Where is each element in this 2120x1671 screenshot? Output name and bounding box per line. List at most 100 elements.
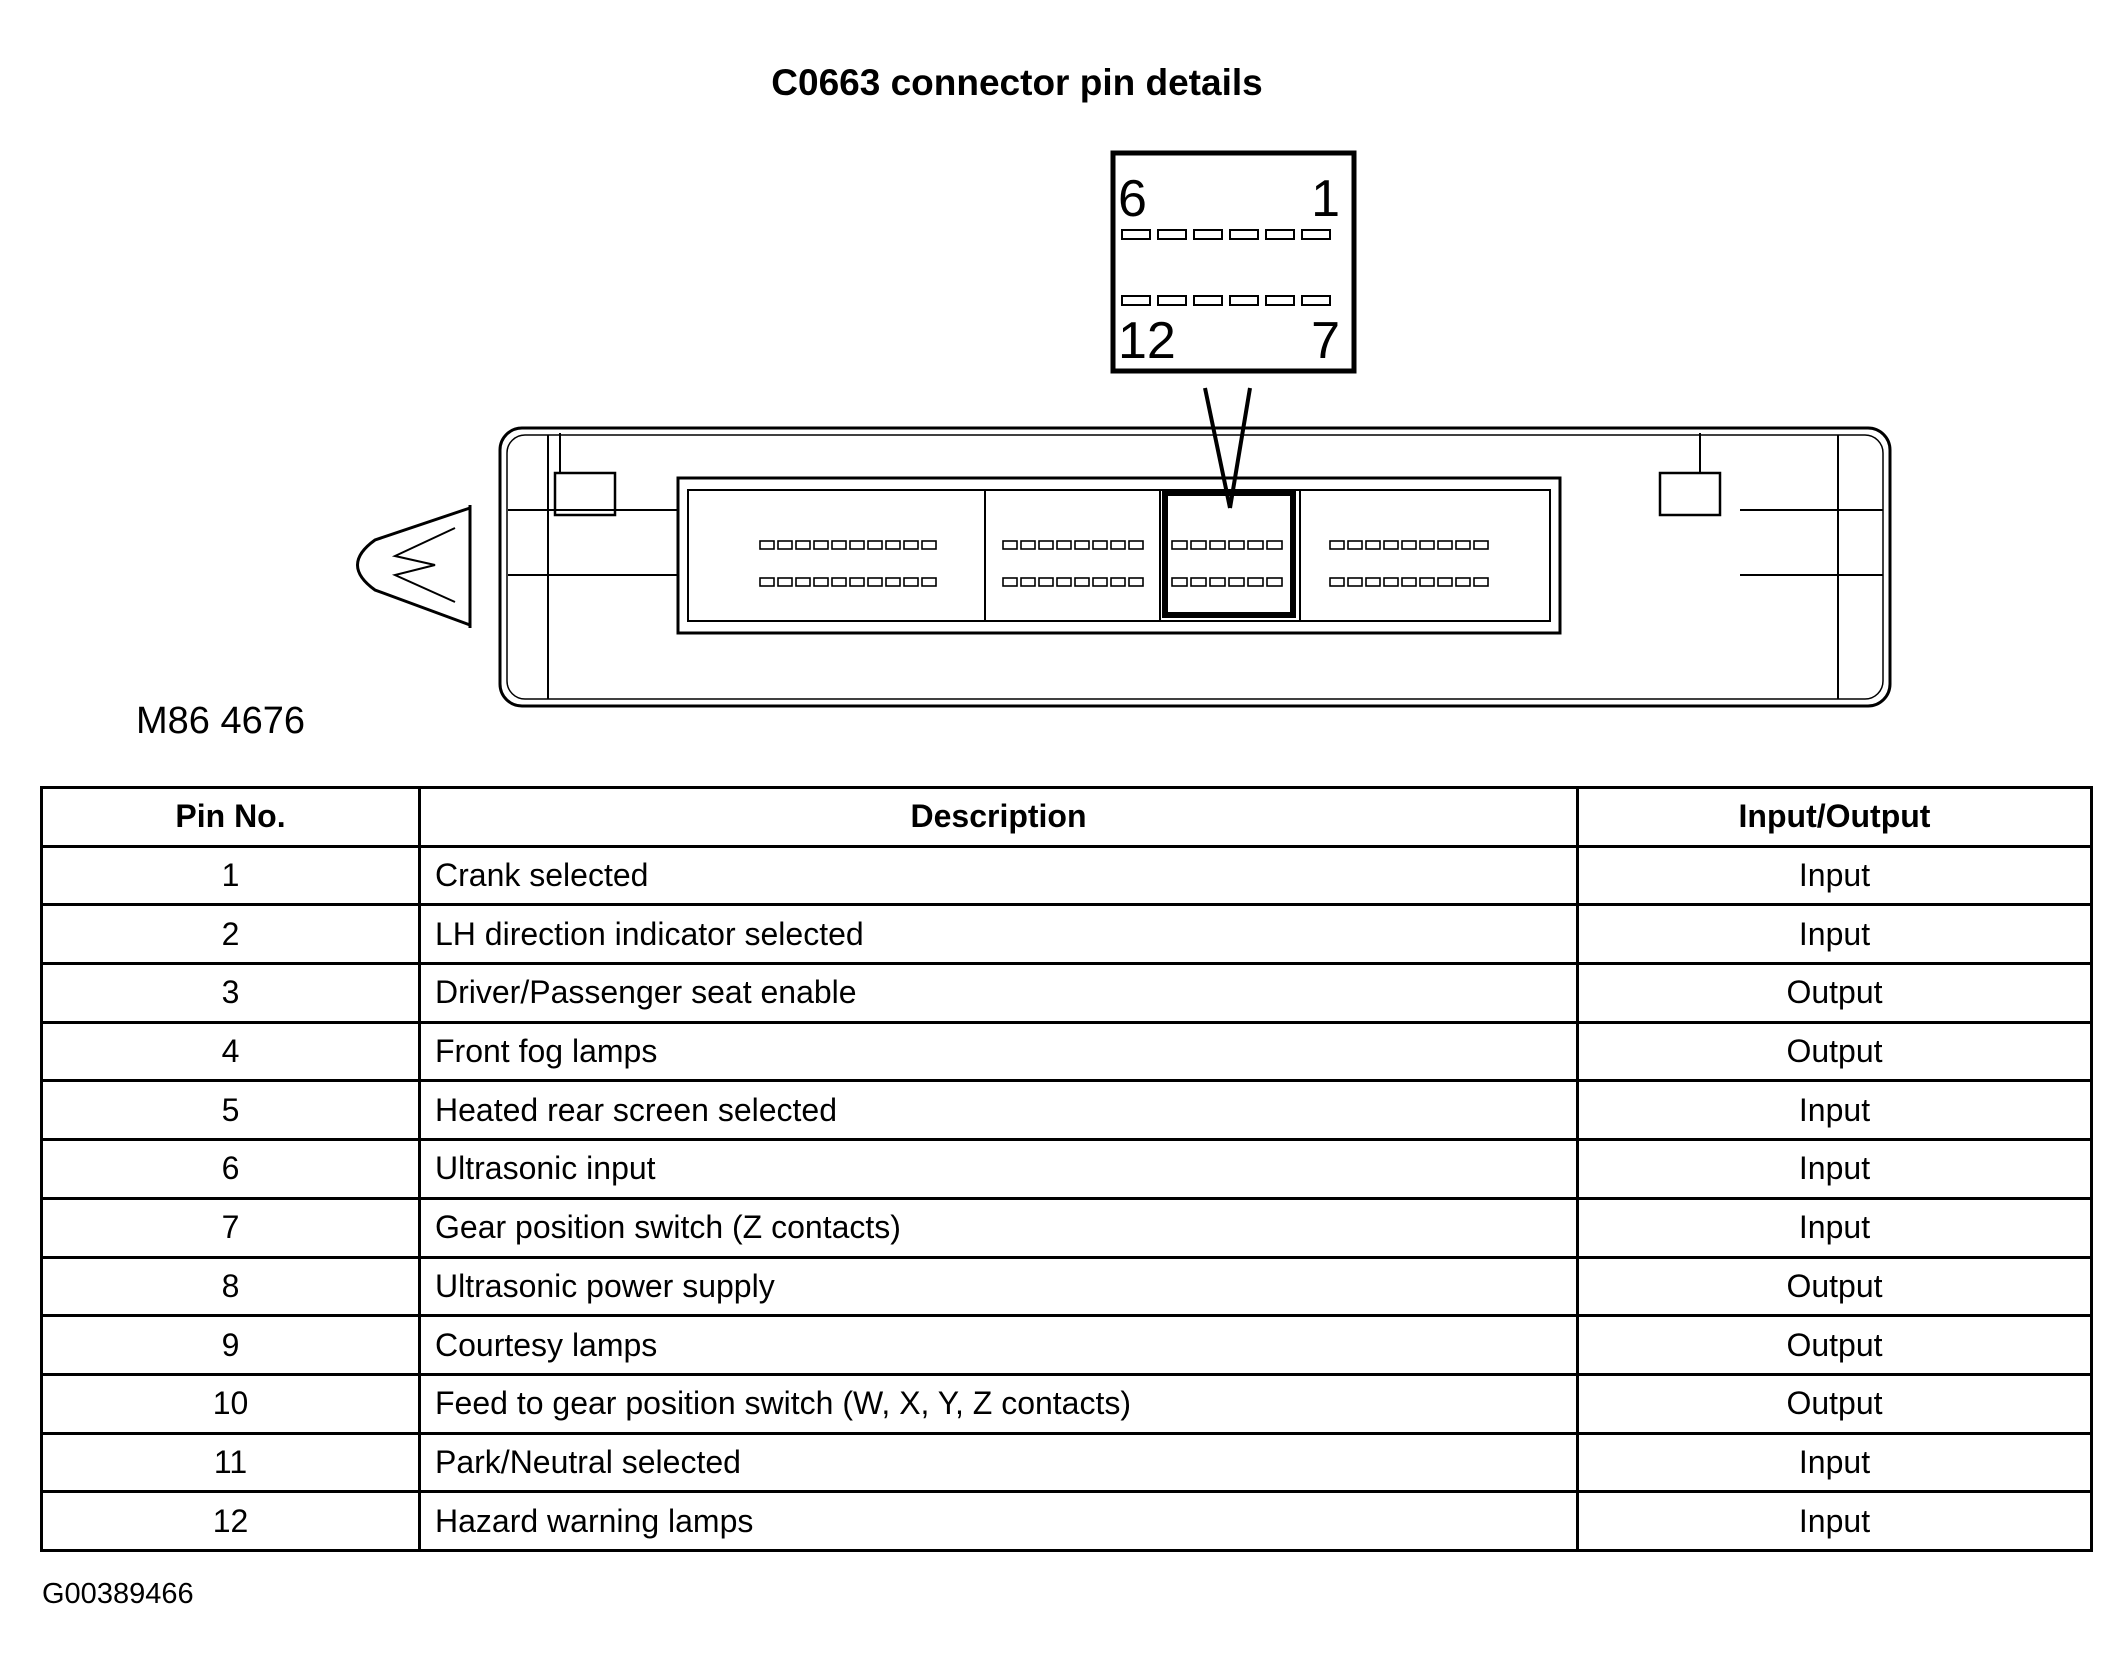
- pin-cavity: [1329, 540, 1345, 550]
- pin-cavity: [1209, 540, 1226, 550]
- pin-number-cell: 11: [40, 1431, 421, 1494]
- pin-cavity: [1347, 577, 1363, 587]
- pin-cavity: [1038, 577, 1054, 587]
- pin-cavity: [1228, 577, 1245, 587]
- pin-cavity: [1110, 540, 1126, 550]
- pin-description-cell: Gear position switch (Z contacts): [418, 1196, 1579, 1259]
- pin-cavity: [867, 577, 883, 587]
- pin-cavity: [813, 577, 829, 587]
- pin-number-cell: 5: [40, 1079, 421, 1142]
- pin-cavity: [921, 577, 937, 587]
- pin-io-cell: Output: [1576, 1255, 2093, 1318]
- pin-cavity: [1171, 577, 1188, 587]
- pin-io-cell: Output: [1576, 1020, 2093, 1083]
- pin-cavity: [1128, 577, 1144, 587]
- pin-cavity: [1247, 577, 1264, 587]
- pin-number-cell: 6: [40, 1138, 421, 1200]
- pin-cavity: [1110, 577, 1126, 587]
- pin-cavity: [1419, 577, 1435, 587]
- pin-number-cell: 8: [40, 1255, 421, 1318]
- pin-label-7: 7: [1311, 312, 1340, 370]
- pin-io-cell: Output: [1576, 1314, 2093, 1376]
- pin-label-12: 12: [1118, 312, 1176, 370]
- pin-cavity: [1229, 229, 1259, 240]
- pin-cavity: [1383, 540, 1399, 550]
- pin-cavity: [1329, 577, 1345, 587]
- pin-label-6: 6: [1118, 170, 1147, 228]
- pin-cavity: [1171, 540, 1188, 550]
- figure-reference: M86 4676: [136, 700, 306, 742]
- pin-description-cell: Heated rear screen selected: [418, 1079, 1579, 1142]
- header-description: Description: [418, 786, 1579, 848]
- pin-cavity: [759, 540, 775, 550]
- footer-reference: G00389466: [42, 1578, 194, 1610]
- pin-io-cell: Input: [1576, 1490, 2093, 1552]
- connector-closeup: 6 1 12 7: [1110, 150, 1357, 374]
- pin-cavity: [921, 540, 937, 550]
- closeup-pin-cavities: [1121, 229, 1331, 306]
- pin-cavity: [831, 577, 847, 587]
- pin-cavity: [1121, 295, 1151, 306]
- pin-cavity: [795, 540, 811, 550]
- pin-cavity: [1038, 540, 1054, 550]
- pin-number-cell: 1: [40, 844, 421, 907]
- pin-io-cell: Output: [1576, 1372, 2093, 1435]
- pin-cavity: [1190, 540, 1207, 550]
- header-input-output: Input/Output: [1576, 786, 2093, 848]
- diagram-title: C0663 connector pin details: [771, 62, 1263, 103]
- pin-cavity: [1437, 540, 1453, 550]
- pin-cavity: [1455, 540, 1471, 550]
- control-module-body: [356, 426, 1892, 708]
- pin-io-cell: Output: [1576, 962, 2093, 1024]
- pin-io-cell: Input: [1576, 1138, 2093, 1200]
- pin-cavity: [1401, 577, 1417, 587]
- pin-cavity: [1401, 540, 1417, 550]
- pin-io-cell: Input: [1576, 1079, 2093, 1142]
- pin-cavity: [777, 577, 793, 587]
- pin-cavity: [813, 540, 829, 550]
- pin-cavity: [1002, 540, 1018, 550]
- pin-description-cell: Crank selected: [418, 844, 1579, 907]
- pin-cavity: [1209, 577, 1226, 587]
- pin-cavity: [903, 540, 919, 550]
- pin-cavity: [1266, 540, 1283, 550]
- pin-cavity: [1157, 229, 1187, 240]
- pin-cavity: [1128, 540, 1144, 550]
- pin-cavity: [885, 540, 901, 550]
- pin-number-cell: 7: [40, 1196, 421, 1259]
- pin-description-cell: Ultrasonic input: [418, 1138, 1579, 1200]
- pin-cavity: [1002, 577, 1018, 587]
- pin-cavity: [1301, 229, 1331, 240]
- pin-cavity: [831, 540, 847, 550]
- header-pin-no: Pin No.: [40, 786, 421, 848]
- pin-cavity: [903, 577, 919, 587]
- pin-cavity: [1092, 540, 1108, 550]
- pin-cavity: [1020, 577, 1036, 587]
- pin-cavity: [759, 577, 775, 587]
- pin-cavity: [1193, 229, 1223, 240]
- pin-description-cell: Park/Neutral selected: [418, 1431, 1579, 1494]
- pin-cavity: [1190, 577, 1207, 587]
- pin-cavity: [1056, 577, 1072, 587]
- pin-cavity: [849, 540, 865, 550]
- pin-cavity: [1455, 577, 1471, 587]
- pin-number-cell: 9: [40, 1314, 421, 1376]
- pin-label-1: 1: [1311, 170, 1340, 228]
- pin-cavity: [1074, 577, 1090, 587]
- pin-cavity: [885, 577, 901, 587]
- pin-cavity: [1157, 295, 1187, 306]
- pin-cavity: [1365, 540, 1381, 550]
- pin-cavity: [777, 540, 793, 550]
- pin-cavity: [1473, 577, 1489, 587]
- pin-io-cell: Input: [1576, 1196, 2093, 1259]
- pin-io-cell: Input: [1576, 844, 2093, 907]
